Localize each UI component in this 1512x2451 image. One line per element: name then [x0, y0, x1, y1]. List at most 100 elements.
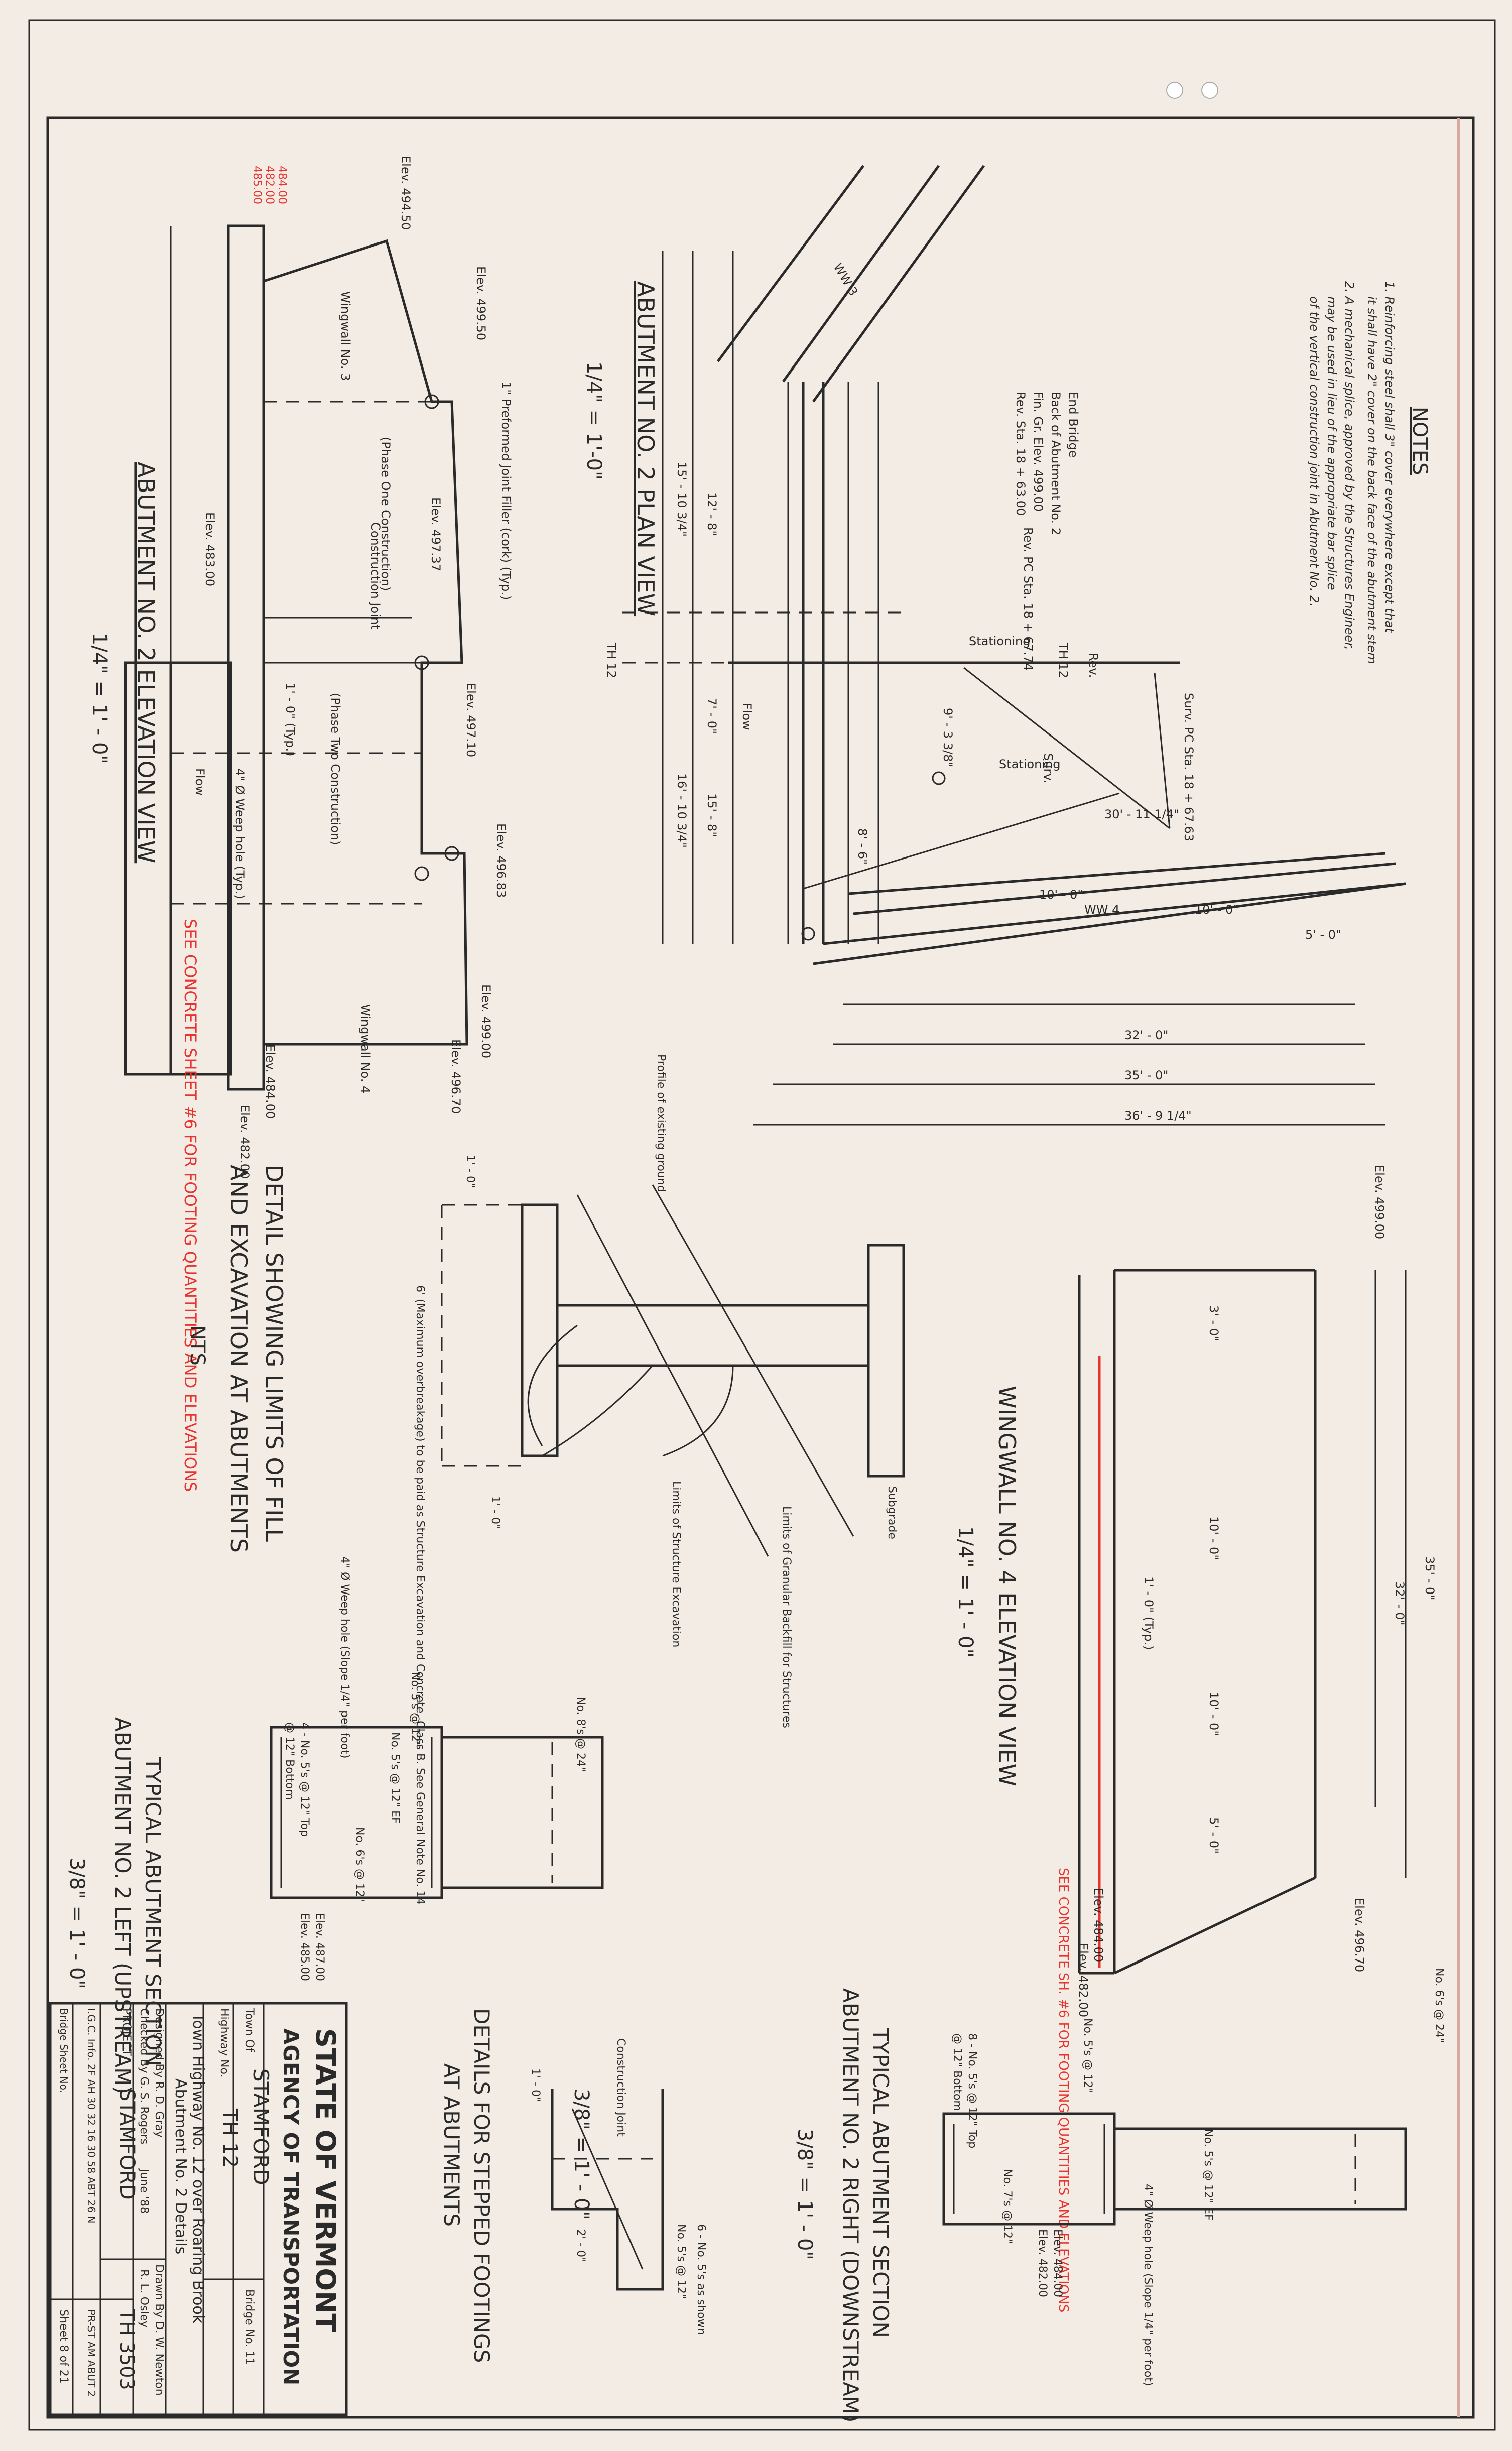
igc-info: I.G.C. Info. 2F AH 30 32 16 30 58 ABT 26… — [85, 2008, 97, 2223]
elev-label: Elev. 497.10 — [464, 683, 478, 757]
stepped-label: No. 5's @ 12" — [675, 2224, 687, 2299]
elev-label: Elev. 483.00 — [203, 512, 217, 586]
highway-label: Highway No. — [218, 2008, 230, 2078]
plan-label: 15' - 8" — [705, 793, 719, 837]
elev-label: Elev. 496.70 — [449, 1039, 463, 1114]
plan-label: Stationing — [969, 634, 1030, 648]
plan-label: Flow — [740, 703, 754, 730]
wingwall-red-note: SEE CONCRETE SH. #6 FOR FOOTING QUANTITI… — [1056, 1868, 1071, 2312]
right-label: No. 5's @ 12" — [1081, 2018, 1094, 2093]
elev-label: Elev. 482.00 — [238, 1105, 252, 1179]
notes-title: NOTES — [1408, 407, 1431, 475]
right-scale: 3/8" = 1' - 0" — [793, 2129, 816, 2260]
punch-hole-1 — [1166, 82, 1183, 99]
limits-title-1: DETAIL SHOWING LIMITS OF FILL — [261, 1165, 288, 1542]
plan-view — [622, 165, 1406, 1126]
punch-hole-2 — [1201, 82, 1218, 99]
elev-label: Wingwall No. 4 — [358, 1004, 372, 1093]
plan-label: 35' - 0" — [1124, 1068, 1168, 1082]
stepped-label: Construction Joint — [614, 2038, 627, 2137]
left-scale: 3/8" = 1' - 0" — [65, 1858, 88, 1989]
elevation-red-note: SEE CONCRETE SHEET #6 FOR FOOTING QUANTI… — [181, 919, 200, 1492]
limits-label: 1' - 0" — [464, 1155, 476, 1188]
ww-label: 1' - 0" (Typ.) — [1142, 1576, 1156, 1650]
plan-label: 30' - 11 1/4" — [1104, 807, 1179, 821]
left-label: No. 5's @ 12" — [409, 1672, 421, 1747]
limits-label: 6' (Maximum overbreakage) to be paid as … — [414, 1285, 426, 1904]
stepped-label: 2' - 0" — [574, 2229, 587, 2262]
plan-label: Fin. Gr. Elev. 499.00 — [1031, 392, 1045, 512]
red-elev: 484.00 — [276, 166, 288, 204]
plan-view-title: ABUTMENT NO. 2 PLAN VIEW 1/4" = 1'-0" — [582, 281, 659, 616]
plan-label: Surv. — [1041, 753, 1055, 783]
plan-label: Back of Abutment No. 2 — [1049, 392, 1063, 535]
highway-value: TH 12 — [218, 2108, 241, 2168]
plan-label: TH 12 — [1056, 642, 1070, 678]
left-title-2: ABUTMENT NO. 2 LEFT (UPSTREAM) — [110, 1717, 135, 2094]
designed-by: Designed By R. D. Gray — [153, 2008, 165, 2138]
plan-label: 5' - 0" — [1305, 928, 1341, 942]
wingwall-title: WINGWALL NO. 4 ELEVATION VIEW 1/4" = 1' … — [954, 1386, 1021, 1786]
right-label: No. 5's @ 12" EF — [1202, 2129, 1214, 2221]
limits-label: Profile of existing ground — [655, 1054, 667, 1192]
ww-label: 5' - 0" — [1207, 1817, 1221, 1854]
left-label: Elev. 487.00 — [313, 1913, 326, 1981]
elev-label: Wingwall No. 3 — [338, 291, 352, 381]
stepped-footings-title: DETAILS FOR STEPPED FOOTINGS AT ABUTMENT… — [439, 2008, 593, 2363]
ww-label: 10' - 0" — [1207, 1516, 1221, 1560]
red-note: SEE CONCRETE SHEET #6 FOR FOOTING QUANTI… — [181, 919, 200, 1492]
plan-label: 7' - 0" — [705, 698, 719, 734]
elev-label: Elev. 497.37 — [429, 497, 443, 571]
elevation-view — [124, 224, 468, 1091]
elev-label: Elev. 499.00 — [479, 984, 493, 1058]
plan-label: 15' - 10 3/4" — [675, 462, 689, 537]
limits-label: Limits of Granular Backfill for Structur… — [780, 1506, 793, 1728]
town-value: STAMFORD — [248, 2068, 273, 2185]
bridge-no: Bridge No. 11 — [243, 2289, 256, 2365]
left-label: No. 6's @ 12" — [353, 1827, 366, 1902]
elev-label: Elev. 494.50 — [399, 156, 413, 230]
elev-label: 1' - 0" (Typ.) — [283, 683, 297, 756]
ww-label: 10' - 0" — [1207, 1692, 1221, 1736]
plan-title: ABUTMENT NO. 2 PLAN VIEW — [632, 281, 659, 616]
limits-title-2: AND EXCAVATION AT ABUTMENTS — [225, 1165, 253, 1553]
plan-label: 16' - 10 3/4" — [675, 773, 689, 848]
project-value: STAMFORD — [115, 2089, 139, 2200]
ww-label: Elev. 484.00 — [1091, 1888, 1105, 1962]
note-line-2: it shall have 2" cover on the back face … — [1365, 296, 1379, 664]
wingwall-scale: 1/4" = 1' - 0" — [954, 1526, 977, 1658]
supervisor: R. L. Osley — [138, 2269, 150, 2327]
notes-block: NOTES 1. Reinforcing steel shall 3" cove… — [1307, 281, 1431, 664]
title-block — [49, 2002, 348, 2416]
agency-line-1: STATE OF VERMONT — [310, 2028, 341, 2332]
limits-label: 1' - 0" — [489, 1496, 501, 1529]
ww-label: Elev. 482.00 — [1076, 1943, 1090, 2017]
plan-scale: 1/4" = 1'-0" — [582, 361, 605, 480]
elevation-scale: 1/4" = 1' - 0" — [88, 633, 111, 764]
plan-label: Stationing — [999, 757, 1060, 771]
bridge-sheet: Bridge Sheet No. — [58, 2008, 70, 2093]
drawn-by: Drawn By D. W. Newton — [153, 2264, 165, 2396]
date-1: June '88 — [138, 2168, 150, 2214]
plan-label: Rev. — [1086, 653, 1100, 678]
right-label: No. 6's @ 24" — [1433, 1968, 1445, 2043]
plan-label: 9' - 3 3/8" — [941, 708, 955, 767]
left-section-title: TYPICAL ABUTMENT SECTION ABUTMENT NO. 2 … — [65, 1717, 165, 2094]
right-title-1: TYPICAL ABUTMENT SECTION — [868, 2028, 893, 2338]
red-elev: 482.00 — [263, 166, 276, 204]
plan-label: 32' - 0" — [1124, 1028, 1168, 1042]
elev-label: Elev. 499.50 — [474, 266, 488, 340]
limits-detail — [441, 1184, 905, 1557]
right-section-labels: No. 5's @ 12" No. 5's @ 12" EF 8 - No. 5… — [951, 1968, 1445, 2386]
town-label: Town Of — [243, 2008, 256, 2052]
elev-label: Construction Joint — [368, 522, 383, 630]
project-no: TH 3503 — [116, 2309, 138, 2390]
plan-label: Rev. PC Sta. 18 + 67.74 — [1021, 527, 1035, 671]
ww-label: Elev. 496.70 — [1352, 1898, 1366, 1972]
right-title-2: ABUTMENT NO. 2 RIGHT (DOWNSTREAM) — [838, 1988, 863, 2423]
limits-scale: NTS — [186, 1325, 209, 1366]
stepped-title-1: DETAILS FOR STEPPED FOOTINGS — [469, 2008, 494, 2363]
elevation-labels: Elev. 494.50 Elev. 499.50 Elev. 497.37 E… — [193, 156, 513, 1179]
wingwall-labels: Elev. 499.00 Elev. 496.70 Elev. 484.00 E… — [1076, 1165, 1437, 2017]
